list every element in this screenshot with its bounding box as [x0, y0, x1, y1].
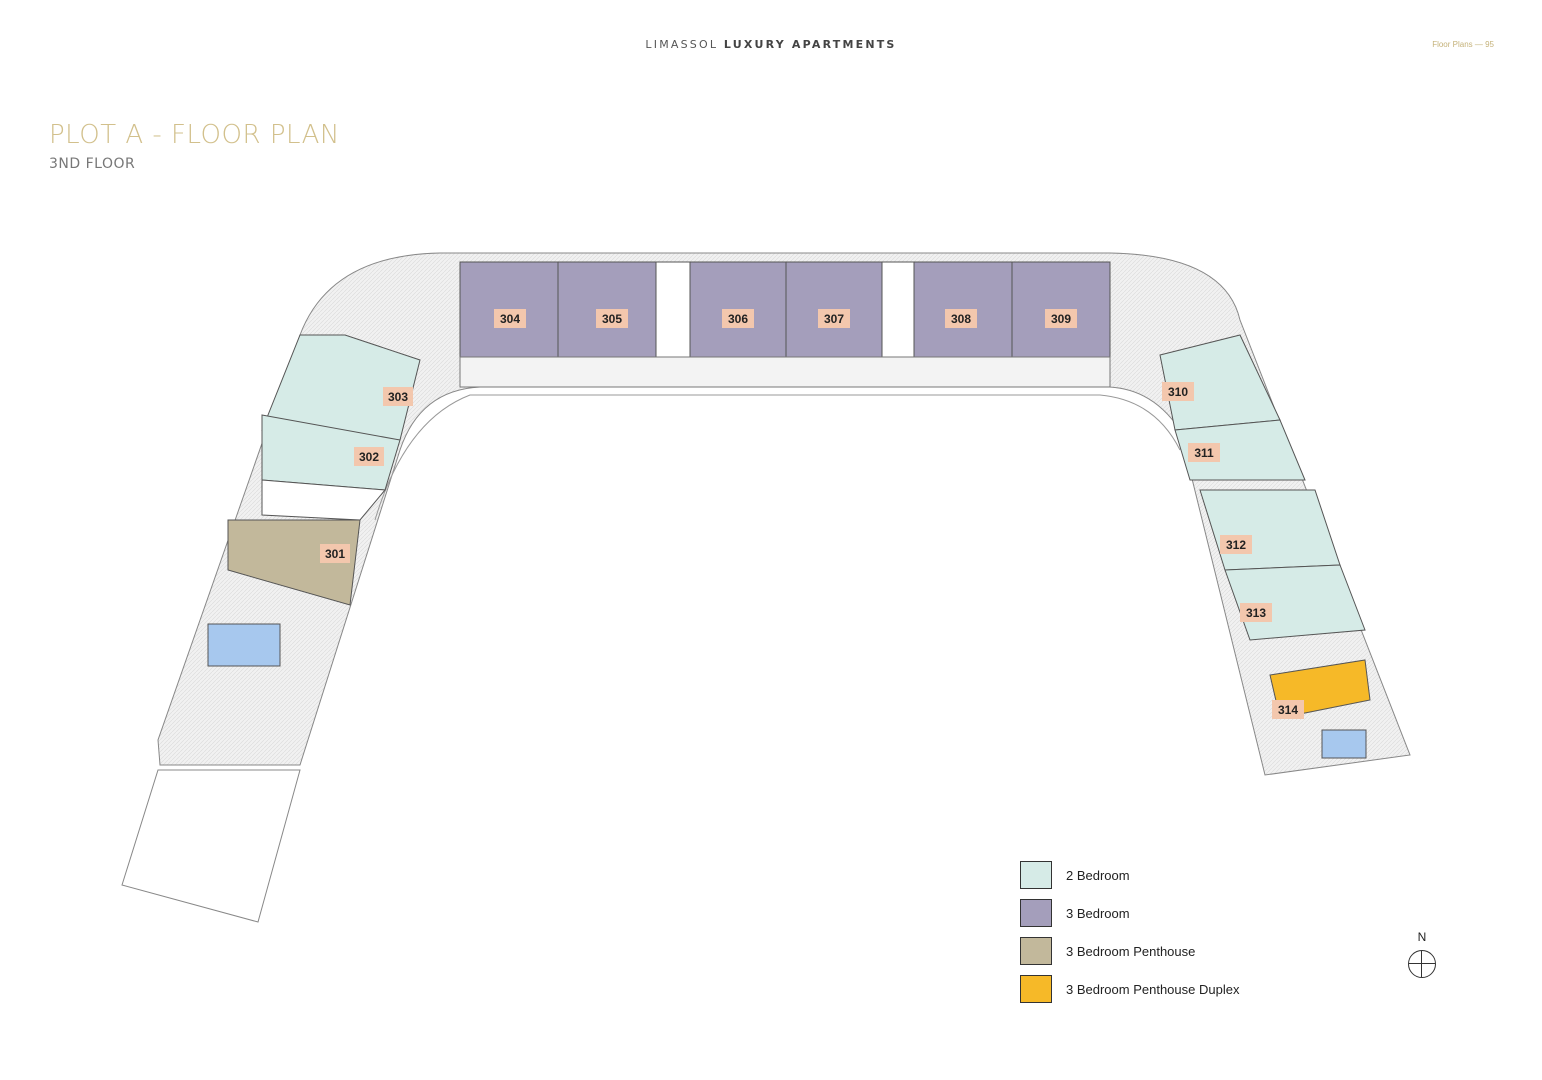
unit-labels: 301 302 303 304 305 306 307 308 309 310 …	[320, 309, 1304, 719]
unit-label-309: 309	[1051, 312, 1071, 326]
compass-icon	[1408, 950, 1436, 978]
unit-tag-310[interactable]	[1162, 382, 1194, 401]
legend-label: 3 Bedroom Penthouse Duplex	[1066, 981, 1240, 997]
unit-tag-305[interactable]	[596, 309, 628, 328]
unit-tag-311[interactable]	[1188, 443, 1220, 462]
unit-label-308: 308	[951, 312, 971, 326]
unit-label-303: 303	[388, 390, 408, 404]
unit-tag-314[interactable]	[1272, 700, 1304, 719]
unit-label-311: 311	[1194, 446, 1214, 460]
legend-swatch	[1020, 975, 1052, 1003]
brand-header: LIMASSOL LUXURY APARTMENTS	[0, 38, 1542, 51]
unit-label-310: 310	[1168, 385, 1188, 399]
unit-label-302: 302	[359, 450, 379, 464]
unit-label-313: 313	[1246, 606, 1266, 620]
unit-label-301: 301	[325, 547, 345, 561]
unit-label-312: 312	[1226, 538, 1246, 552]
unit-label-306: 306	[728, 312, 748, 326]
unit-tag-301[interactable]	[320, 544, 350, 563]
driveway-ramp	[121, 769, 301, 923]
legend-swatch	[1020, 861, 1052, 889]
legend-label: 3 Bedroom	[1066, 905, 1130, 921]
legend-item-penthouse: 3 Bedroom Penthouse	[1020, 936, 1239, 966]
unit-label-305: 305	[602, 312, 622, 326]
courtyard-edge	[374, 394, 1181, 521]
north-wing	[459, 261, 1111, 388]
unit-tag-312[interactable]	[1220, 535, 1252, 554]
unit-label-307: 307	[824, 312, 844, 326]
legend-swatch	[1020, 899, 1052, 927]
unit-tag-302[interactable]	[354, 447, 384, 466]
legend-swatch	[1020, 937, 1052, 965]
unit-tag-303[interactable]	[383, 387, 413, 406]
page-title: PLOT A - FLOOR PLAN	[49, 120, 340, 150]
west-wing	[207, 334, 421, 667]
north-compass: N	[1405, 930, 1439, 978]
legend-label: 2 Bedroom	[1066, 867, 1130, 883]
unit-tag-309[interactable]	[1045, 309, 1077, 328]
legend-item-3-bedroom: 3 Bedroom	[1020, 898, 1239, 928]
unit-tag-304[interactable]	[494, 309, 526, 328]
unit-tag-313[interactable]	[1240, 603, 1272, 622]
unit-tag-308[interactable]	[945, 309, 977, 328]
unit-tag-307[interactable]	[818, 309, 850, 328]
unit-label-304: 304	[500, 312, 520, 326]
unit-tag-306[interactable]	[722, 309, 754, 328]
page-reference: Floor Plans — 95	[1432, 40, 1494, 49]
brand-name: LUXURY APARTMENTS	[723, 38, 897, 51]
legend-item-2-bedroom: 2 Bedroom	[1020, 860, 1239, 890]
brand-city: LIMASSOL	[645, 38, 719, 51]
unit-label-314: 314	[1278, 703, 1298, 717]
floor-subtitle: 3ND FLOOR	[49, 156, 136, 172]
compass-north-label: N	[1417, 930, 1427, 944]
legend-label: 3 Bedroom Penthouse	[1066, 943, 1196, 959]
legend-item-penthouse-duplex: 3 Bedroom Penthouse Duplex	[1020, 974, 1239, 1004]
pool-west	[207, 623, 281, 667]
pool-east	[1321, 729, 1367, 759]
legend: 2 Bedroom 3 Bedroom 3 Bedroom Penthouse …	[1020, 860, 1239, 1012]
